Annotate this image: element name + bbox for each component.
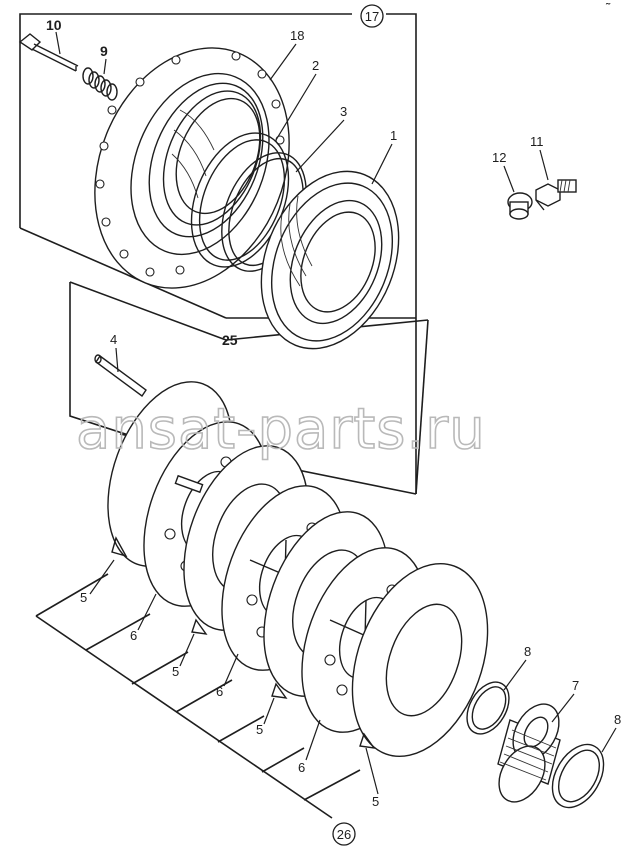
callout-5a: 5 [80,590,87,605]
pin-4 [94,354,147,397]
splined-hub-7 [497,703,561,803]
bolt-10 [18,33,79,72]
fitting-11 [535,179,577,211]
callout-26: 26 [332,822,356,846]
callout-8a: 8 [524,644,531,659]
snap-ring-8b [551,743,605,809]
leader-12 [503,165,515,193]
piston-1 [260,170,400,350]
stack-callouts: 5 6 5 6 5 6 5 [80,559,379,809]
callout-17: 17 [360,4,384,28]
leader-9 [103,58,107,75]
callout-6c: 6 [298,760,305,775]
callout-5b: 5 [172,664,179,679]
callout-6a: 6 [130,628,137,643]
leader-1 [371,143,393,185]
leader-8b [601,727,617,753]
callout-7: 7 [572,678,579,693]
callout-8b: 8 [614,712,621,727]
callout-5d: 5 [372,794,379,809]
callout-12: 12 [492,150,506,165]
svg-text:26: 26 [337,827,351,842]
callout-18: 18 [290,28,304,43]
callout-10: 10 [46,17,62,33]
watermark-text: ansat-parts.ru [76,397,486,462]
svg-text:17: 17 [365,9,379,24]
leader-2 [275,73,317,141]
leader-8a [503,659,527,691]
snap-ring-8a [466,681,510,735]
leader-11 [539,149,549,181]
group-17-frame [19,13,417,494]
callout-9: 9 [100,43,108,59]
callout-5c: 5 [256,722,263,737]
callout-25: 25 [222,332,238,348]
leader-18 [269,43,297,81]
callout-3: 3 [340,104,347,119]
spring-9 [82,67,118,101]
plug-12 [507,192,533,220]
group-26-bracket [35,573,361,819]
callout-6b: 6 [216,684,223,699]
callout-1: 1 [390,128,397,143]
leader-10 [55,31,61,55]
callout-11: 11 [530,134,544,149]
leader-4 [115,347,119,373]
leader-7 [551,693,575,723]
corner-mark: ˜ [605,0,611,15]
callout-4: 4 [110,332,117,347]
separator-plate-5d [351,562,489,758]
housing-18 [94,47,290,289]
leader-3 [295,119,345,173]
callout-2: 2 [312,58,319,73]
